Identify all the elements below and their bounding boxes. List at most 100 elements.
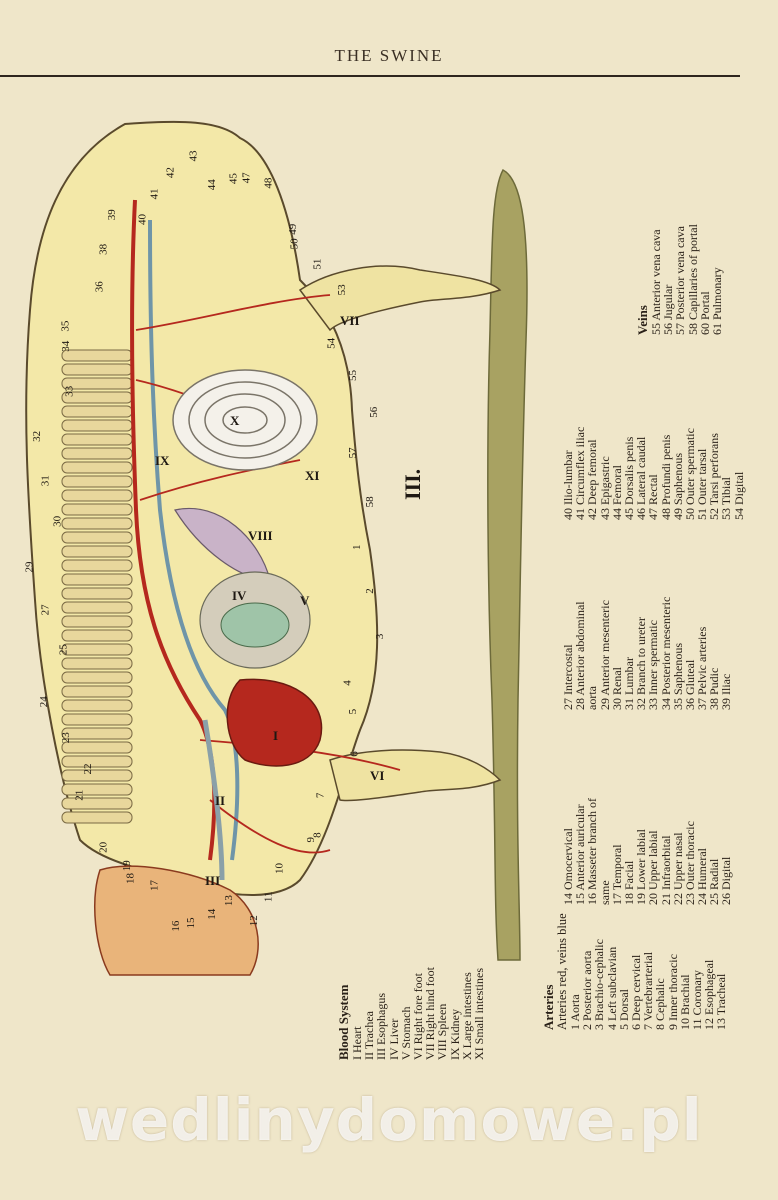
vertebra xyxy=(61,489,133,502)
vertebra xyxy=(61,545,133,558)
callout-number: 13 xyxy=(223,895,235,907)
callout-number: 50 xyxy=(288,238,300,250)
vertebra xyxy=(61,671,133,684)
blood-system-title: Blood System xyxy=(336,984,351,1060)
callout-number: 32 xyxy=(31,431,43,442)
legend-line: IV Liver xyxy=(386,1018,401,1060)
vertebra xyxy=(61,783,133,796)
running-head: THE SWINE xyxy=(334,46,444,65)
callout-number: 31 xyxy=(40,475,52,486)
callout-number: 30 xyxy=(51,515,63,527)
vertebra xyxy=(61,797,133,810)
vertebra xyxy=(61,587,133,600)
legend-line: 33 Inner spermatic xyxy=(646,620,661,710)
callout-number: 3 xyxy=(374,633,386,639)
callout-number: 40 xyxy=(137,214,149,226)
vertebra xyxy=(61,349,133,362)
hind-leg xyxy=(298,265,502,332)
callout-number: 53 xyxy=(336,284,348,296)
callout-number: 54 xyxy=(325,337,337,349)
legend-line: 47 Rectal xyxy=(646,474,661,520)
legend-line: 26 Digital xyxy=(719,856,734,905)
vertebra xyxy=(61,727,133,740)
callout-number: 5 xyxy=(347,708,359,714)
veins-title: Veins xyxy=(635,305,650,335)
swine-anatomy-plate: I II III IV V VI VII VIII IX X XI III. 1… xyxy=(23,120,528,976)
legend-line: aorta xyxy=(585,686,600,710)
label-XI: XI xyxy=(305,468,319,483)
legend-line: 54 Digital xyxy=(731,471,746,520)
callout-number: 27 xyxy=(40,604,52,616)
legend-line: 57 Posterior vena cava xyxy=(673,226,688,335)
callout-number: 48 xyxy=(263,177,275,189)
callout-number: 2 xyxy=(364,588,376,594)
callout-number: 1 xyxy=(351,545,363,551)
roman-numeral-labels: I II III IV V VI VII VIII IX X XI xyxy=(155,313,384,888)
legend-line: VIII Spleen xyxy=(435,1003,450,1060)
callout-number: 8 xyxy=(312,832,324,838)
callout-number: 22 xyxy=(82,764,94,775)
callout-number: 19 xyxy=(121,860,133,872)
vertebra xyxy=(61,363,133,376)
callout-number: 7 xyxy=(315,792,327,798)
callout-number: 29 xyxy=(23,561,35,573)
callout-number: 57 xyxy=(347,447,359,459)
legend-line: 9 Inner thoracic xyxy=(665,954,680,1030)
callout-number: 49 xyxy=(287,223,299,235)
legend-line: 21 Infraorbital xyxy=(658,835,673,905)
label-III: III xyxy=(205,873,220,888)
callout-number: 21 xyxy=(73,790,85,801)
legend-line: 8 Cephalic xyxy=(653,978,668,1030)
legend-line: same xyxy=(597,880,612,905)
legend-line: III Esophagus xyxy=(374,993,389,1060)
legend-line: 20 Upper labial xyxy=(646,830,661,905)
callout-number: 14 xyxy=(206,908,218,920)
callout-number: 58 xyxy=(364,496,376,508)
callout-number: 45 xyxy=(227,173,239,185)
legend-line: 16 Masseter branch of xyxy=(585,798,600,905)
callout-number: 34 xyxy=(60,340,72,352)
callout-number: 42 xyxy=(164,167,176,178)
vertebra xyxy=(61,503,133,516)
legend-line: 53 Tibial xyxy=(719,476,734,520)
vertebra xyxy=(61,601,133,614)
pig-head xyxy=(94,865,259,976)
callout-number: 36 xyxy=(93,281,105,293)
vertebra xyxy=(61,461,133,474)
legend-line: 3 Brachio-cephalic xyxy=(592,939,607,1030)
ground-strip xyxy=(487,168,528,961)
heart xyxy=(226,678,323,767)
vertebra xyxy=(61,643,133,656)
legend-line: 61 Pulmonary xyxy=(709,267,724,335)
vertebra xyxy=(61,433,133,446)
callout-number: 16 xyxy=(170,920,182,932)
vertebra xyxy=(61,657,133,670)
vertebra xyxy=(61,531,133,544)
legend-line: 4 Left subclavian xyxy=(604,946,619,1030)
spine xyxy=(61,349,133,824)
callout-number: 24 xyxy=(38,696,50,708)
vertebra xyxy=(61,475,133,488)
label-IV: IV xyxy=(232,588,247,603)
vertebra xyxy=(61,755,133,768)
label-II: II xyxy=(215,793,225,808)
callout-number: 35 xyxy=(60,320,72,332)
vertebra xyxy=(61,405,133,418)
legend-line: 42 Deep femoral xyxy=(585,439,600,520)
callout-number: 51 xyxy=(312,259,324,270)
callout-number: 47 xyxy=(241,172,253,184)
numeric-callouts: 1234567891011121314151617181920212223242… xyxy=(23,150,386,932)
vertebra xyxy=(61,615,133,628)
callout-number: 25 xyxy=(58,644,70,656)
stomach xyxy=(220,602,290,648)
callout-number: 38 xyxy=(98,243,110,255)
label-VI: VI xyxy=(370,768,384,783)
legend-line: 39 Iliac xyxy=(719,673,734,710)
vertebra xyxy=(61,559,133,572)
callout-number: 55 xyxy=(347,370,359,382)
callout-number: 10 xyxy=(273,863,285,875)
